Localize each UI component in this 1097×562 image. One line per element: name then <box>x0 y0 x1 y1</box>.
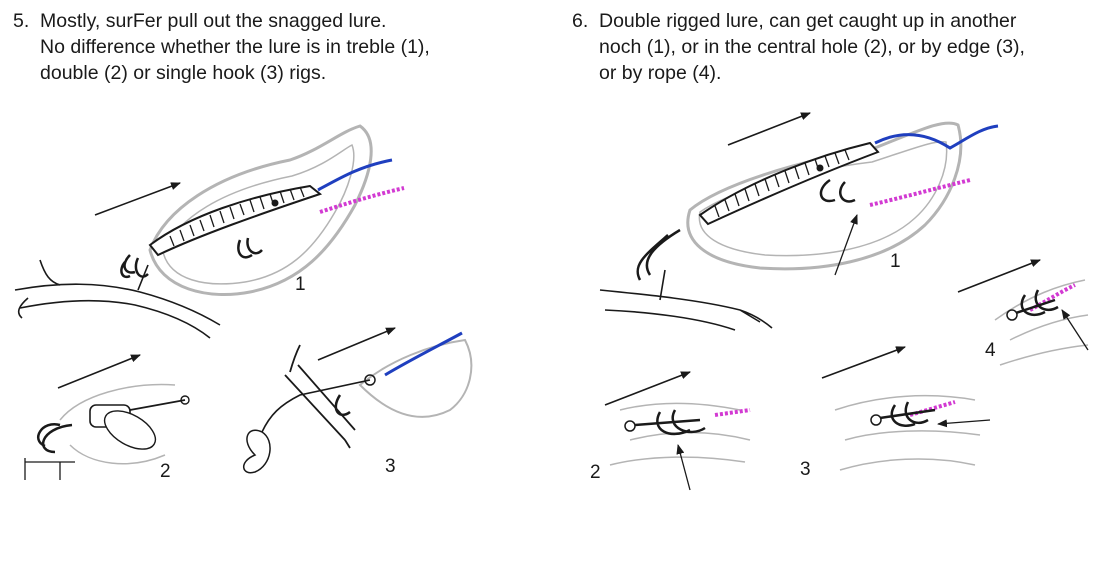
indicator-arrow <box>1061 309 1089 351</box>
figure-label-2: 2 <box>590 462 601 483</box>
motion-arrow <box>821 346 906 379</box>
indicator-arrow <box>937 419 991 428</box>
branch <box>14 259 221 339</box>
double-hook <box>636 228 681 281</box>
caption-line: Mostly, surFer pull out the snagged lure… <box>40 10 387 32</box>
right-figure-1 <box>599 112 999 331</box>
spinner-blade <box>243 429 271 474</box>
double-hook <box>1015 289 1059 317</box>
motion-arrow <box>957 259 1041 293</box>
caption-line: noch (1), or in the central hole (2), or… <box>599 36 1025 58</box>
surfer-frame <box>834 394 981 471</box>
fishing-line-blue <box>384 331 463 377</box>
caption-line: Double rigged lure, can get caught up in… <box>599 10 1017 32</box>
right-figure-3 <box>821 346 991 471</box>
left-figure-3 <box>243 327 473 474</box>
single-hook <box>334 394 351 417</box>
motion-arrow <box>317 327 396 361</box>
surfer-frame <box>59 383 176 465</box>
motion-arrow <box>727 112 811 146</box>
rope-pink <box>869 178 971 207</box>
caption-step-5: 5. Mostly, surFer pull out the snagged lu… <box>13 8 430 86</box>
figure-label-1: 1 <box>295 274 306 295</box>
rope-pink <box>1029 283 1076 312</box>
figure-label-2: 2 <box>160 461 171 482</box>
lure-body <box>698 141 880 226</box>
motion-arrow <box>94 182 181 216</box>
caption-line: or by rope (4). <box>599 62 722 84</box>
step-number: 5. <box>13 10 30 32</box>
figure-label-3: 3 <box>800 459 811 480</box>
lure-body <box>148 184 323 257</box>
figure-label-1: 1 <box>890 251 901 272</box>
double-hook <box>819 178 856 203</box>
surfer-frame <box>148 124 373 296</box>
fishing-line-blue <box>317 158 393 192</box>
right-figure-4 <box>957 259 1089 366</box>
branch <box>284 344 356 449</box>
branch <box>599 269 773 331</box>
figure-label-4: 4 <box>985 340 996 361</box>
treble-hook <box>120 254 149 279</box>
stump <box>24 458 75 480</box>
caption-line: double (2) or single hook (3) rigs. <box>40 62 327 84</box>
left-figure-1 <box>14 124 405 339</box>
step-number: 6. <box>572 10 589 32</box>
left-figure-2 <box>24 354 190 480</box>
treble-hook <box>237 237 263 259</box>
indicator-arrow <box>676 444 691 491</box>
surfer-frame <box>994 279 1089 366</box>
motion-arrow <box>57 354 141 389</box>
double-hook <box>879 401 936 427</box>
double-hook <box>634 409 706 436</box>
caption-step-6: 6. Double rigged lure, can get caught up … <box>572 8 1025 86</box>
caption-line: No difference whether the lure is in tre… <box>40 36 430 58</box>
indicator-arrow <box>834 214 858 276</box>
rope-pink <box>319 186 405 214</box>
double-hook <box>37 422 73 454</box>
fishing-line-blue <box>874 124 999 150</box>
motion-arrow <box>604 371 691 406</box>
right-figure-2 <box>604 371 751 491</box>
rope-pink <box>714 408 751 417</box>
figure-label-3: 3 <box>385 456 396 477</box>
surfer-frame <box>358 338 473 418</box>
